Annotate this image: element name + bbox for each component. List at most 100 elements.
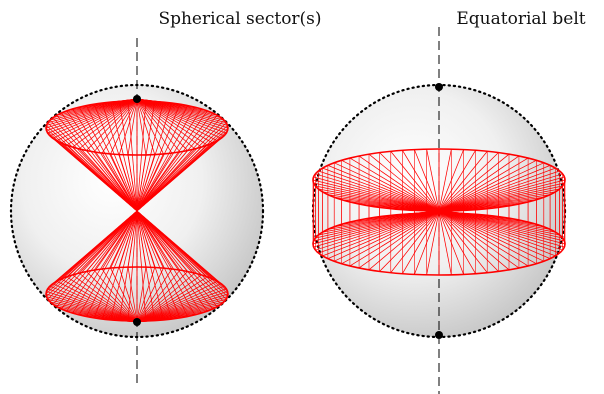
pole-bottom-right [435, 331, 443, 339]
pole-bottom-left [133, 318, 141, 326]
cone-generator-line [110, 210, 138, 269]
cone-generator-line [78, 106, 138, 212]
sector-line [136, 290, 228, 323]
cone-generator-line [101, 210, 138, 270]
cone-generator-line [136, 115, 218, 212]
cone-generator-line [136, 117, 222, 212]
belt-lower-line [379, 210, 440, 272]
belt-upper-line [438, 149, 464, 212]
sector-line [136, 98, 164, 155]
cone-generator-line [52, 117, 138, 212]
belt-lower-line [438, 210, 544, 262]
belt-upper-line [438, 162, 544, 212]
cone-generator-line [118, 101, 138, 212]
belt-upper-line [315, 185, 440, 212]
sector-line [136, 98, 202, 148]
belt-lower-line [438, 210, 565, 242]
belt-lower-line [438, 210, 556, 257]
belt-upper-line [368, 153, 440, 212]
belt-upper-line [379, 152, 440, 212]
belt-upper-line [438, 152, 499, 212]
sector-line [136, 98, 181, 153]
panel-title-spherical-sectors: Spherical sector(s) [158, 9, 321, 29]
belt-lower-line [334, 210, 440, 262]
cone-generator-line [136, 210, 147, 321]
sector-line [66, 98, 138, 146]
pole-top-right [435, 83, 443, 91]
belt-upper-line [438, 149, 452, 212]
cone-generator-line [72, 108, 138, 212]
cone-generator-line [136, 210, 188, 272]
sector-line [46, 290, 138, 323]
belt-upper-line [318, 170, 440, 212]
belt-upper-line [438, 159, 537, 212]
cone-generator-line [136, 112, 213, 212]
panel-title-equatorial-belt: Equatorial belt [456, 9, 585, 29]
belt-upper-rim [312, 148, 566, 212]
cone-generator-line [72, 210, 138, 276]
belt-upper-line [438, 176, 565, 212]
sector-line [86, 271, 138, 323]
cone-generator-line [136, 110, 208, 212]
sector-line [66, 276, 138, 323]
cone-generator-line [136, 210, 181, 318]
sector-line [56, 280, 138, 323]
cone-generator-line [110, 102, 138, 212]
cone-generator-line [46, 125, 138, 212]
sector-line [118, 98, 138, 155]
sector-line [52, 283, 138, 323]
cone-generator-line [136, 210, 213, 310]
belt-lower-line [438, 210, 560, 254]
belt-lower-line [315, 210, 440, 239]
cone-generator-line [93, 210, 138, 271]
cone-generator-line [136, 210, 196, 274]
belt-lower-line [358, 210, 440, 269]
cone-generator-line [136, 210, 164, 269]
sector-line [136, 267, 156, 323]
sector-line [47, 288, 138, 323]
sector-line [46, 296, 138, 323]
sector-line [56, 98, 138, 142]
cone-generator-line [86, 210, 138, 272]
cone-generator-line [72, 210, 138, 314]
belt-lower-line [438, 210, 452, 275]
belt-lower-line [438, 210, 499, 272]
belt-lower-line [438, 210, 520, 269]
belt-upper-line [358, 155, 440, 212]
panel-equatorial-belt: Equatorial belt [311, 9, 586, 394]
cone-generator-line [56, 115, 138, 212]
cone-generator-line [136, 125, 228, 212]
belt-wireframe [312, 148, 566, 276]
cone-generator-line [66, 210, 138, 278]
belt-lower-line [315, 210, 440, 251]
sector-line [136, 98, 147, 155]
belt-upper-line [438, 170, 560, 212]
cone-generator-line [136, 210, 228, 292]
belt-lower-line [438, 210, 563, 251]
belt-upper-line [349, 157, 440, 212]
sector-line [52, 98, 138, 139]
belt-upper-line [390, 151, 440, 212]
cone-generator-line [136, 119, 225, 212]
cone-generator-line [136, 101, 147, 212]
belt-lower-line [341, 210, 440, 264]
belt-lower-line [414, 210, 440, 275]
sector-line [136, 280, 218, 323]
cone-generator-line [61, 112, 138, 212]
belt-upper-line [334, 162, 440, 212]
belt-upper-line [438, 150, 476, 212]
cone-generator-line [86, 105, 138, 212]
cone-generator-line [118, 210, 138, 268]
sector-line [136, 98, 218, 142]
cone-generator-line [127, 210, 138, 268]
cone-generator-line [136, 210, 156, 268]
belt-upper-line [315, 173, 440, 212]
sector-line [79, 98, 138, 150]
sector-line [46, 98, 138, 132]
belt-upper-line [318, 188, 440, 212]
sector-line [136, 98, 225, 137]
sector-line [136, 268, 173, 323]
sector-line [136, 98, 222, 139]
cone-generator-line [61, 210, 138, 310]
